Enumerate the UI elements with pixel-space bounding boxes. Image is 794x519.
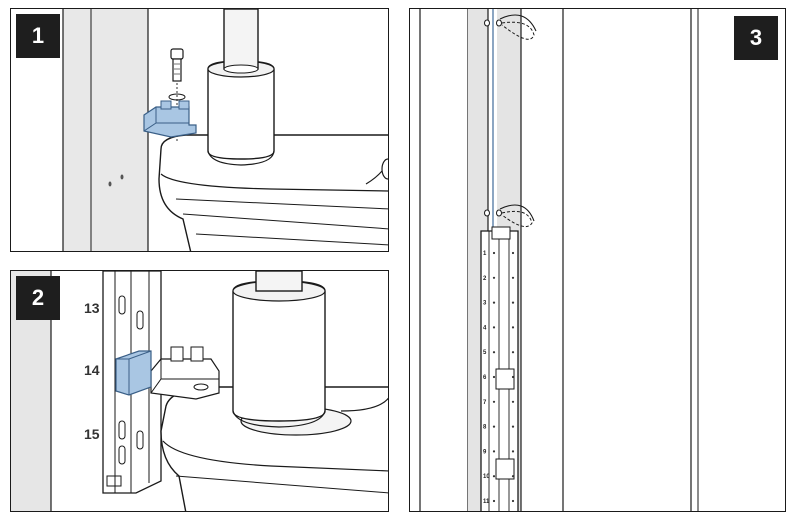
screw [170,48,184,82]
rail-tick-label: 7 [483,400,487,406]
pole-collar [232,280,326,422]
step-2-panel: 13 14 15 2 [10,270,389,512]
rail-hole [511,301,515,304]
rail-hole [511,450,515,453]
rail-hole [511,251,515,255]
rail-tick-label: 2 [483,276,487,282]
rail-hole [492,326,496,329]
blue-bracket [115,350,152,396]
rail-hole [492,251,496,255]
rail-hole [511,276,515,279]
rail-label: 14 [84,362,100,378]
white-bracket [150,346,220,400]
rail-hole [492,301,496,304]
step-1-panel: 1 [10,8,389,252]
rail-hole [492,400,496,403]
rail-hole [492,351,496,354]
rail-hole [492,450,496,453]
cable-tie [484,204,535,228]
rail-holes [492,251,515,503]
rail-hole [511,425,515,428]
rail-tick-labels: 1 2 3 4 5 6 7 8 9 10 11 [483,251,490,505]
rail-tick-label: 8 [483,425,487,431]
rail-tick-label: 9 [483,449,487,455]
rail-hole [492,276,496,279]
step-3-illustration: 1 2 3 4 5 6 7 8 9 10 11 [419,9,699,511]
rail-label: 15 [84,426,100,442]
step-number-badge: 1 [16,14,60,58]
wall-hole [108,181,112,187]
rail-tick-label: 11 [483,499,490,505]
tray-base [158,134,388,251]
cable-tie [484,14,537,40]
wall-hole [120,174,124,180]
blue-bracket [143,100,197,138]
rail-hole [511,475,515,478]
rail-hole [492,475,496,478]
rail-hole [492,499,496,503]
rail-hole [492,425,496,428]
step-number-badge: 2 [16,276,60,320]
mounting-rail [480,226,519,511]
pole [223,9,259,70]
step-1-illustration [62,9,388,251]
rail-tick-label: 4 [483,325,487,331]
step-3-panel: 1 2 3 4 5 6 7 8 9 10 11 3 [409,8,786,512]
rail-label: 13 [84,300,100,316]
rail-hole [492,375,496,379]
rail-hole [511,499,515,503]
rail-hole [511,375,515,379]
rail-hole [511,326,515,329]
step-2-illustration: 13 14 15 [11,271,388,511]
wall-upright [63,9,148,251]
pole [255,271,303,292]
rail-tick-label: 3 [483,301,487,307]
rail-tick-label: 6 [483,375,487,381]
rail-tick-label: 1 [483,251,487,257]
rail-hole [511,400,515,403]
rail-tick-label: 5 [483,350,487,356]
rail-hole [511,351,515,354]
step-number-badge: 3 [734,16,778,60]
rail-tick-label: 10 [483,474,490,480]
